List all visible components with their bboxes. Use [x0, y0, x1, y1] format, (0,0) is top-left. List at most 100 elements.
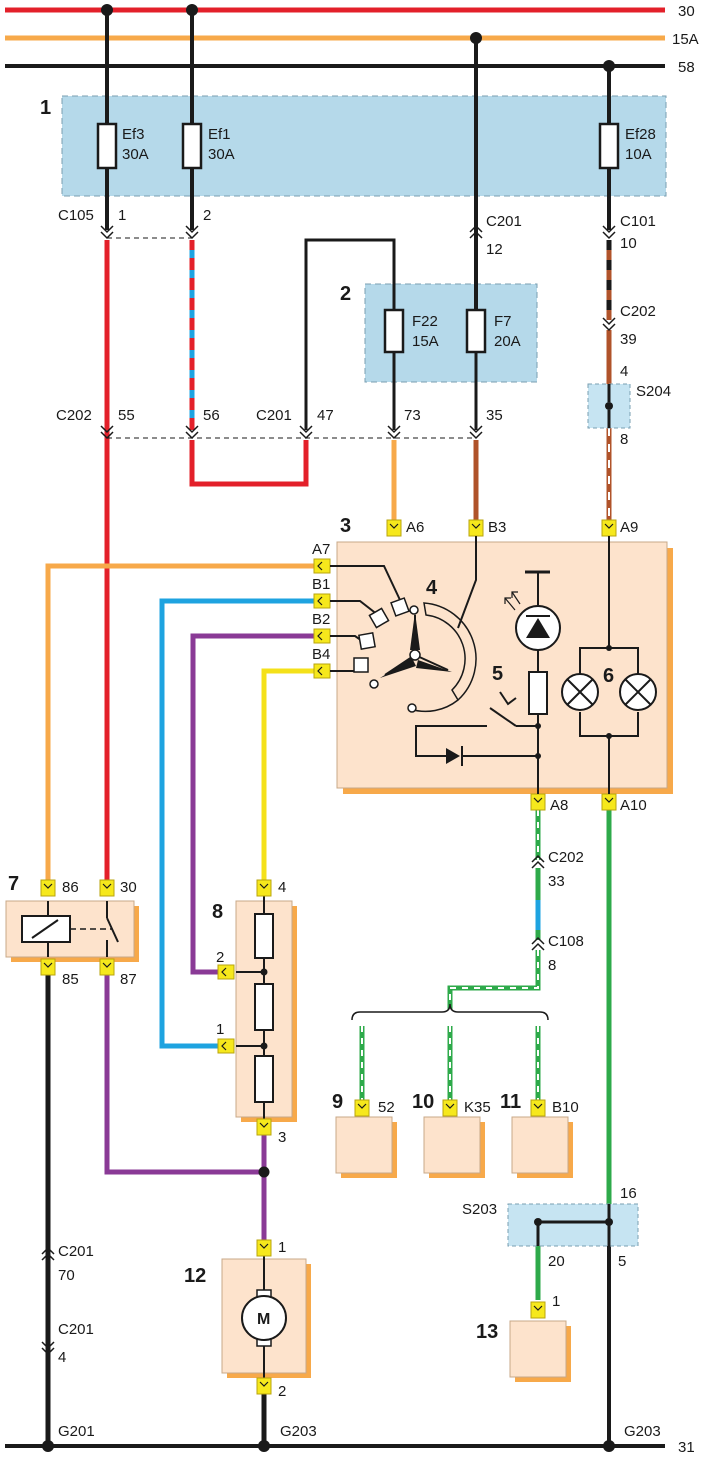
s204-label: S204	[636, 383, 671, 400]
fuse-ef28-rating: 10A	[625, 146, 652, 163]
s203-label: S203	[462, 1201, 497, 1218]
rotary-contacts	[353, 597, 419, 713]
module-3-terminal-marks	[317, 523, 614, 803]
motor-m-label: M	[257, 1311, 270, 1328]
bulb-right-icon	[619, 673, 657, 711]
g201-label: G201	[58, 1423, 95, 1440]
block-6-label: 6	[603, 665, 614, 687]
block-13-label: 13	[476, 1321, 498, 1343]
module-10-pin: K35	[464, 1099, 491, 1116]
rotary-arm-1	[410, 612, 420, 650]
module-8-pin-1: 1	[216, 1021, 224, 1038]
s203-pin-5: 5	[618, 1253, 626, 1270]
fuse-f7	[465, 308, 487, 354]
s204-pin-4: 4	[620, 363, 628, 380]
relay-pin-87: 87	[120, 971, 137, 988]
relay-pin-85: 85	[62, 971, 79, 988]
block-1-label: 1	[40, 97, 51, 119]
module-8-pin-3: 3	[278, 1129, 286, 1146]
wires	[45, 10, 612, 1446]
pin-b2: B2	[312, 611, 330, 628]
fuses	[96, 122, 620, 354]
switch-5-icon	[415, 691, 539, 794]
c201-top-pin: 12	[486, 241, 503, 258]
c202-a-pin: 39	[620, 331, 637, 348]
fuse-ef1-rating: 30A	[208, 146, 235, 163]
block-2-label: 2	[340, 283, 351, 305]
relay-pin-86: 86	[62, 879, 79, 896]
c108-label: C108	[548, 933, 584, 950]
block-3-label: 3	[340, 515, 351, 537]
pin-35: 35	[486, 407, 503, 424]
fuse-f22-name: F22	[412, 313, 438, 330]
c201-4-pin: 4	[58, 1349, 66, 1366]
pin-a6: A6	[406, 519, 424, 536]
module-9-pin: 52	[378, 1099, 395, 1116]
block-4-label: 4	[426, 577, 438, 599]
fuse-f22	[383, 308, 405, 354]
led-rays-icon	[504, 591, 521, 611]
block-11-label: 11	[500, 1091, 521, 1113]
block-12-label: 12	[184, 1265, 206, 1287]
s203-pin-16: 16	[620, 1185, 637, 1202]
splice-s203	[507, 1203, 639, 1247]
pin-b1: B1	[312, 576, 330, 593]
c105-label: C105	[58, 207, 94, 224]
fuse-ef28-name: Ef28	[625, 126, 656, 143]
c201-70-label: C201	[58, 1243, 94, 1260]
c202-c-label: C202	[548, 849, 584, 866]
rail-30-label: 30	[678, 3, 695, 20]
block-10-label: 10	[412, 1091, 434, 1113]
pin-a10: A10	[620, 797, 647, 814]
rail-58-label: 58	[678, 59, 695, 76]
g203-b-label: G203	[624, 1423, 661, 1440]
pin-a7: A7	[312, 541, 330, 558]
pin-a8: A8	[550, 797, 568, 814]
s204-pin-8: 8	[620, 431, 628, 448]
fuse-ef1	[181, 122, 203, 170]
c201-70-pin: 70	[58, 1267, 75, 1284]
s204-dot	[605, 402, 613, 410]
module-13	[509, 1301, 571, 1382]
g203-a-label: G203	[280, 1423, 317, 1440]
c105-pin-1: 1	[118, 207, 126, 224]
module-8-pin-2: 2	[216, 949, 224, 966]
motor-icon	[241, 1295, 287, 1341]
relay-pin-30: 30	[120, 879, 137, 896]
c201-4-label: C201	[58, 1321, 94, 1338]
relay-contact-icon	[47, 901, 119, 957]
rail-15a-label: 15A	[672, 31, 699, 48]
c101-label: C101	[620, 213, 656, 230]
resistor-5	[528, 671, 548, 715]
rotary-arm-3	[416, 660, 452, 672]
rail-31-label: 31	[678, 1439, 695, 1456]
fuse-f7-rating: 20A	[494, 333, 521, 350]
module-11-pin: B10	[552, 1099, 579, 1116]
module-11	[511, 1099, 573, 1178]
c108-pin: 8	[548, 957, 556, 974]
s203-pin-20: 20	[548, 1253, 565, 1270]
fuse-box-1	[61, 95, 667, 197]
block-9-label: 9	[332, 1091, 343, 1113]
rotary-arm-2	[380, 658, 416, 678]
c202-b-pin-55: 55	[118, 407, 135, 424]
fuse-ef3-rating: 30A	[122, 146, 149, 163]
c201-top-label: C201	[486, 213, 522, 230]
block-5-label: 5	[492, 663, 503, 685]
junction-dots	[42, 4, 615, 1452]
chevron-markers	[41, 224, 616, 1356]
connector-dashes	[107, 237, 476, 439]
module-8-pin-4: 4	[278, 879, 286, 896]
module-9	[335, 1099, 397, 1178]
c101-pin: 10	[620, 235, 637, 252]
module-13-pin: 1	[552, 1293, 560, 1310]
c202-b-label: C202	[56, 407, 92, 424]
pin-73: 73	[404, 407, 421, 424]
pin-b3: B3	[488, 519, 506, 536]
c201-b-label: C201	[256, 407, 292, 424]
motor-pin-1: 1	[278, 1239, 286, 1256]
fuse-ef28	[598, 122, 620, 170]
module-10	[423, 1099, 485, 1178]
